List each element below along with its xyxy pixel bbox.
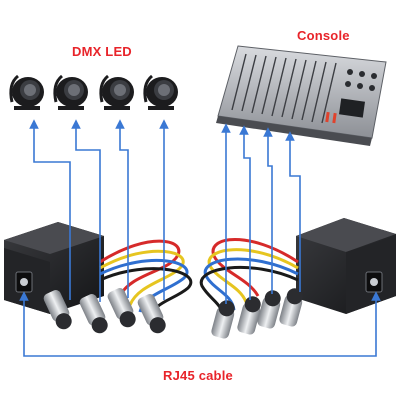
dmx-led-label: DMX LED (72, 44, 132, 59)
xlr-connector-icon (210, 298, 237, 339)
xlr-connector-icon (278, 286, 305, 327)
par-light-icon (55, 76, 88, 110)
rj45-cable-label: RJ45 cable (163, 368, 233, 383)
xlr-connector-icon (106, 286, 139, 330)
console-label: Console (297, 28, 350, 43)
par-light-icon (11, 76, 44, 110)
dmx-splitter-box-right (296, 218, 396, 314)
par-light-icon (145, 76, 178, 110)
par-light-icon (101, 76, 134, 110)
xlr-connector-icon (78, 292, 111, 336)
par-lights (11, 76, 178, 110)
mixing-console-icon (216, 46, 386, 146)
xlr-connector-icon (256, 288, 283, 329)
rj45-port-icon (366, 272, 382, 292)
rj45-port-icon (16, 272, 32, 292)
